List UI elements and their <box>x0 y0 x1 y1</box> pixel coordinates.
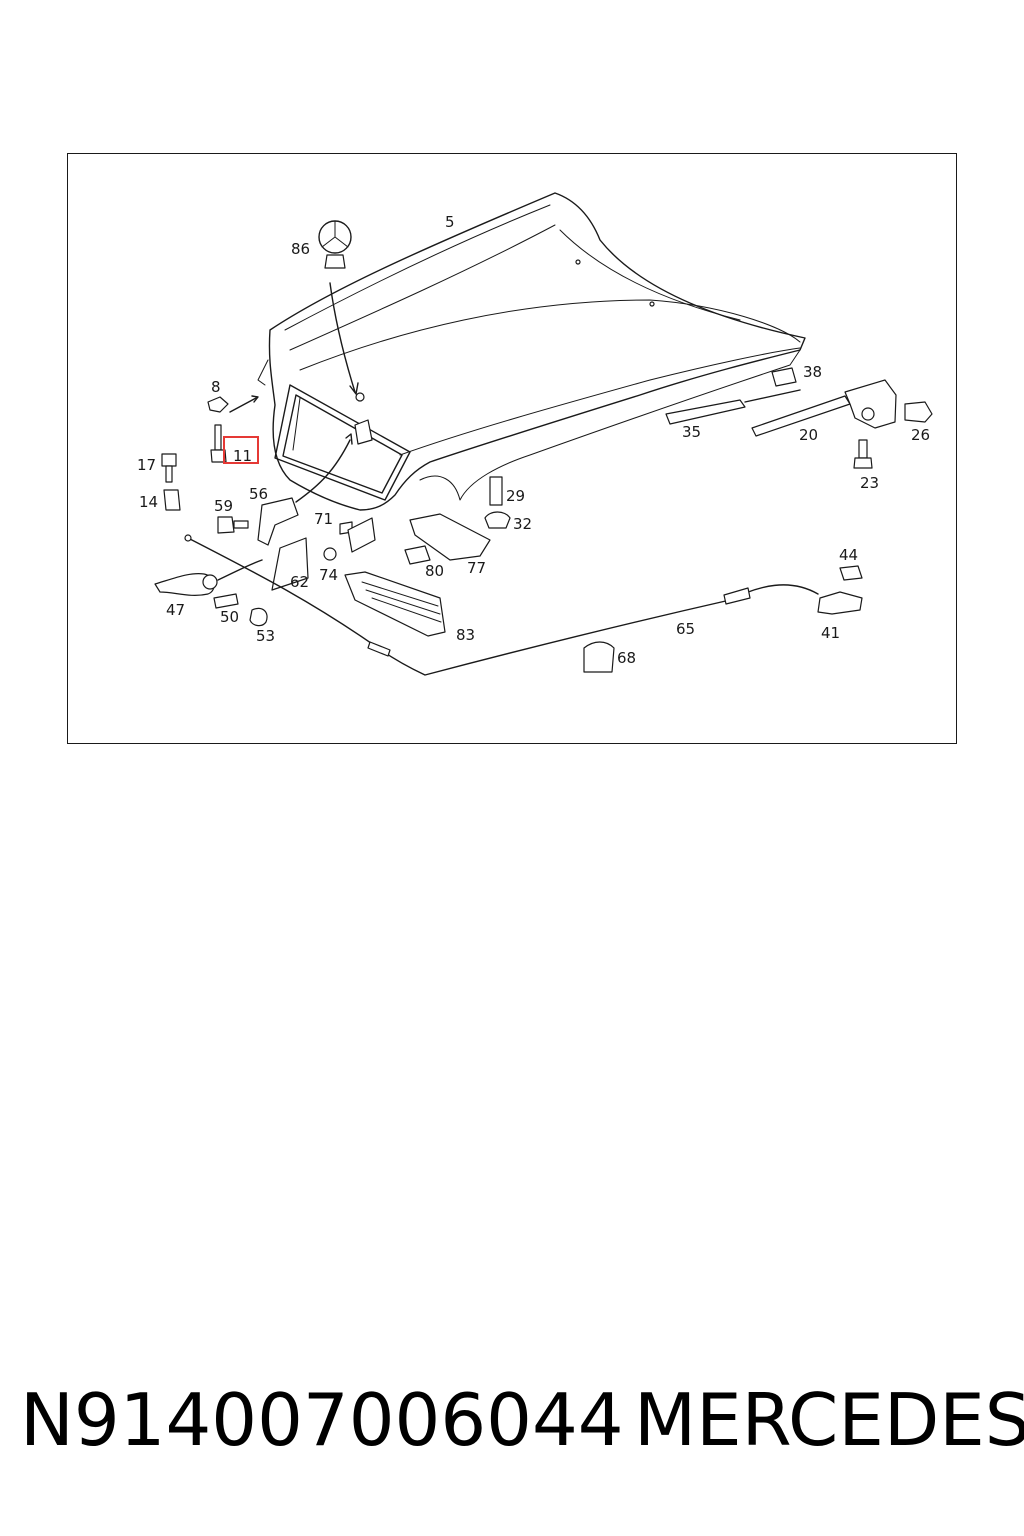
callout-47: 47 <box>166 601 185 619</box>
grille-frame <box>274 384 411 501</box>
center-small-parts <box>344 476 511 637</box>
highlighted-part-marker <box>223 436 259 464</box>
footer: N914007006044 MERCEDES <box>0 1375 1024 1465</box>
callout-17: 17 <box>137 456 156 474</box>
callout-77: 77 <box>467 559 486 577</box>
callout-65: 65 <box>676 620 695 638</box>
callout-71: 71 <box>314 510 333 528</box>
callout-8: 8 <box>211 378 221 396</box>
brand-text: MERCEDES <box>634 1378 1024 1462</box>
callout-labels: 5 86 8 11 17 14 59 56 71 74 62 47 50 53 … <box>137 213 930 667</box>
strut-and-hinge <box>665 367 933 615</box>
callout-53: 53 <box>256 627 275 645</box>
callout-44: 44 <box>839 546 858 564</box>
callout-68: 68 <box>617 649 636 667</box>
star-emblem-part <box>318 220 359 395</box>
callout-32: 32 <box>513 515 532 533</box>
callout-35: 35 <box>682 423 701 441</box>
callout-41: 41 <box>821 624 840 642</box>
callout-50: 50 <box>220 608 239 626</box>
callout-5: 5 <box>445 213 455 231</box>
callout-26: 26 <box>911 426 930 444</box>
callout-80: 80 <box>425 562 444 580</box>
callout-59: 59 <box>214 497 233 515</box>
callout-62: 62 <box>290 573 309 591</box>
release-cable <box>184 534 819 676</box>
callout-56: 56 <box>249 485 268 503</box>
callout-23: 23 <box>860 474 879 492</box>
callout-14: 14 <box>139 493 158 511</box>
callout-83: 83 <box>456 626 475 644</box>
part-number-text: N914007006044 <box>20 1378 624 1462</box>
callout-11: 11 <box>233 447 252 465</box>
callout-38: 38 <box>803 363 822 381</box>
hood-part <box>257 192 806 511</box>
callout-29: 29 <box>506 487 525 505</box>
callout-20: 20 <box>799 426 818 444</box>
callout-86: 86 <box>291 240 310 258</box>
left-small-parts <box>154 395 376 627</box>
callout-74: 74 <box>319 566 338 584</box>
